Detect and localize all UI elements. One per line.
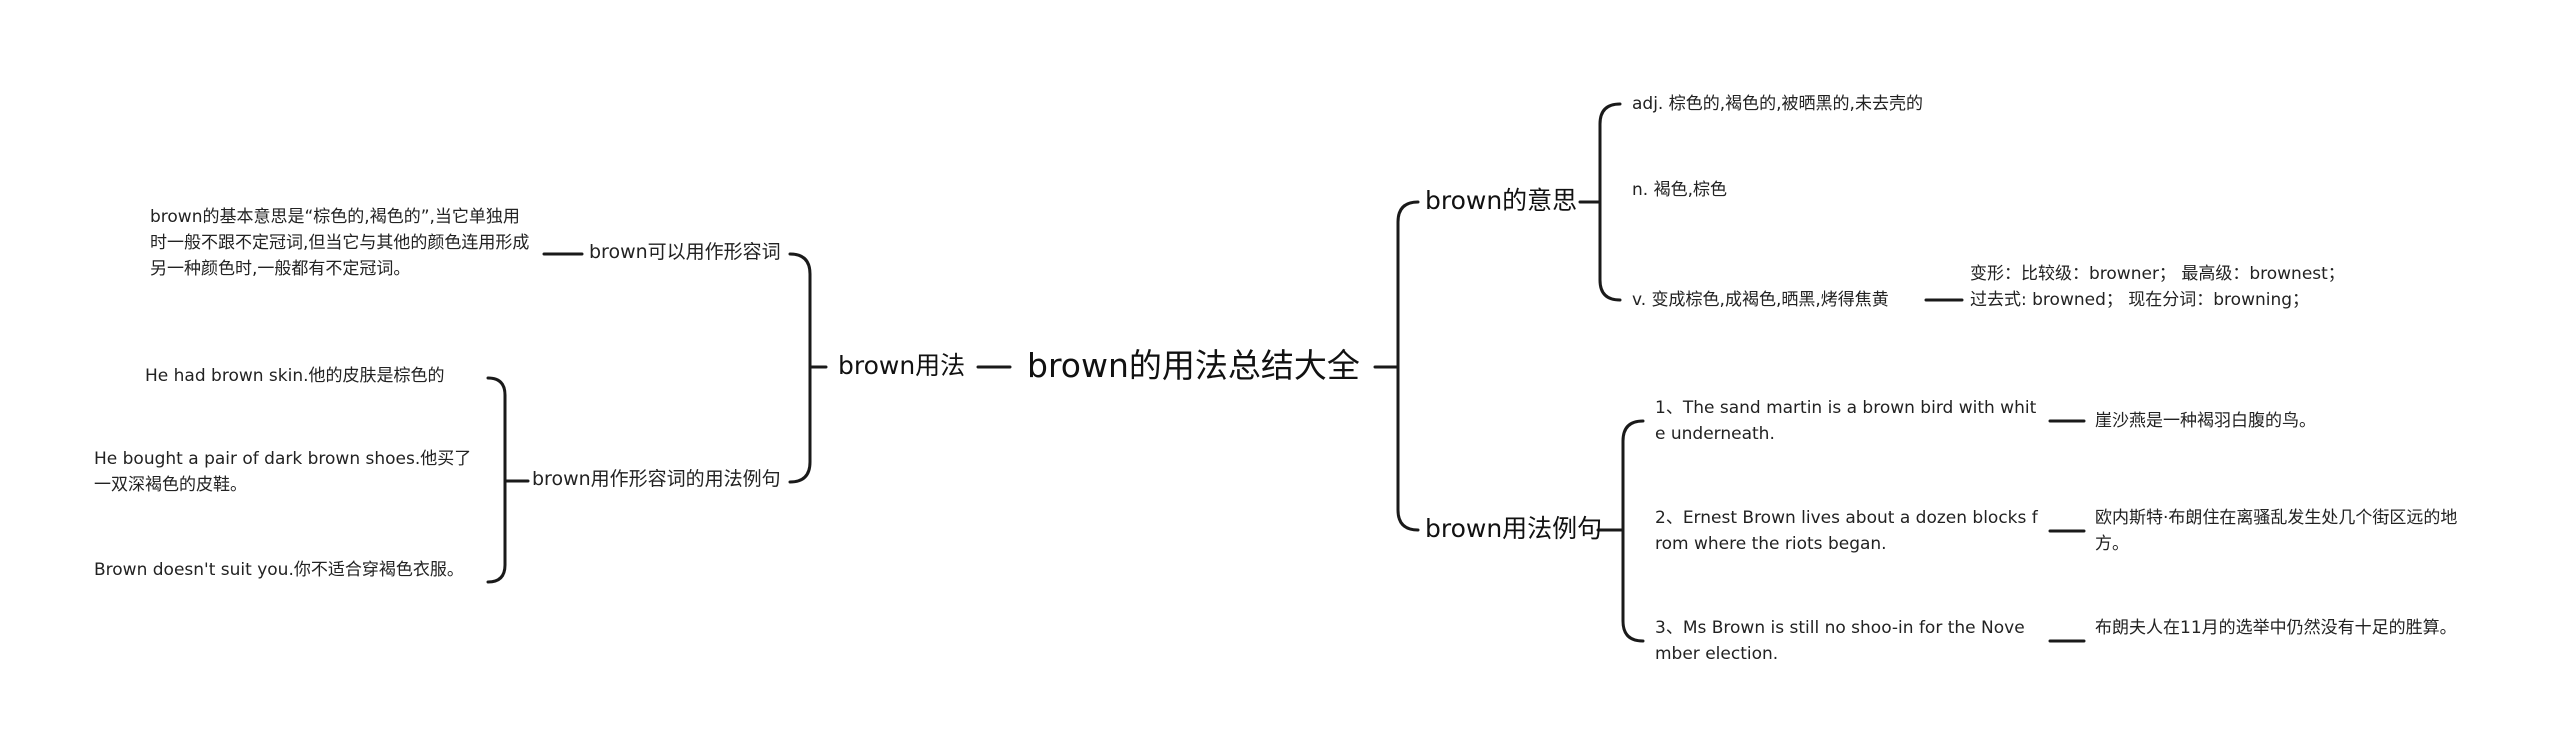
- left-example-1[interactable]: He had brown skin.他的皮肤是棕色的: [145, 366, 445, 386]
- meaning-noun[interactable]: n. 褐色,棕色: [1632, 180, 1727, 200]
- bracket-left-examples: [486, 376, 507, 584]
- verb-forms[interactable]: 变形：比较级：browner； 最高级：brownest； 过去式: brown…: [1970, 264, 2345, 310]
- left-example-3[interactable]: Brown doesn't suit you.你不适合穿褐色衣服。: [94, 560, 464, 580]
- adjective-description[interactable]: brown的基本意思是“棕色的,褐色的”,当它单独用时一般不跟不定冠词,但当它与…: [150, 207, 530, 279]
- topic-adjective-use[interactable]: brown可以用作形容词: [589, 241, 781, 263]
- root-topic[interactable]: brown的用法总结大全: [1027, 346, 1360, 385]
- usage-example-2[interactable]: 2、Ernest Brown lives about a dozen block…: [1655, 508, 2038, 554]
- meaning-verb[interactable]: v. 变成棕色,成褐色,晒黑,烤得焦黄: [1632, 290, 1889, 310]
- meaning-adj[interactable]: adj. 棕色的,褐色的,被晒黑的,未去壳的: [1632, 94, 1923, 114]
- bracket-usage: [1621, 419, 1645, 643]
- bracket-meaning: [1598, 102, 1622, 302]
- topic-usage-examples[interactable]: brown用法例句: [1425, 514, 1603, 543]
- usage-example-1[interactable]: 1、The sand martin is a brown bird with w…: [1655, 398, 2037, 444]
- usage-example-3[interactable]: 3、Ms Brown is still no shoo-in for the N…: [1655, 618, 2025, 664]
- topic-adjective-examples[interactable]: brown用作形容词的用法例句: [532, 468, 781, 490]
- bracket-left-main: [788, 252, 812, 484]
- bracket-right-main: [1396, 200, 1420, 532]
- usage-translation-3[interactable]: 布朗夫人在11月的选举中仍然没有十足的胜算。: [2095, 618, 2457, 638]
- topic-brown-usage[interactable]: brown用法: [838, 351, 966, 380]
- usage-translation-2[interactable]: 欧内斯特·布朗住在离骚乱发生处几个街区远的地方。: [2095, 508, 2458, 554]
- left-example-2[interactable]: He bought a pair of dark brown shoes.他买了…: [94, 449, 472, 495]
- usage-translation-1[interactable]: 崖沙燕是一种褐羽白腹的鸟。: [2095, 411, 2316, 431]
- topic-brown-meaning[interactable]: brown的意思: [1425, 186, 1578, 215]
